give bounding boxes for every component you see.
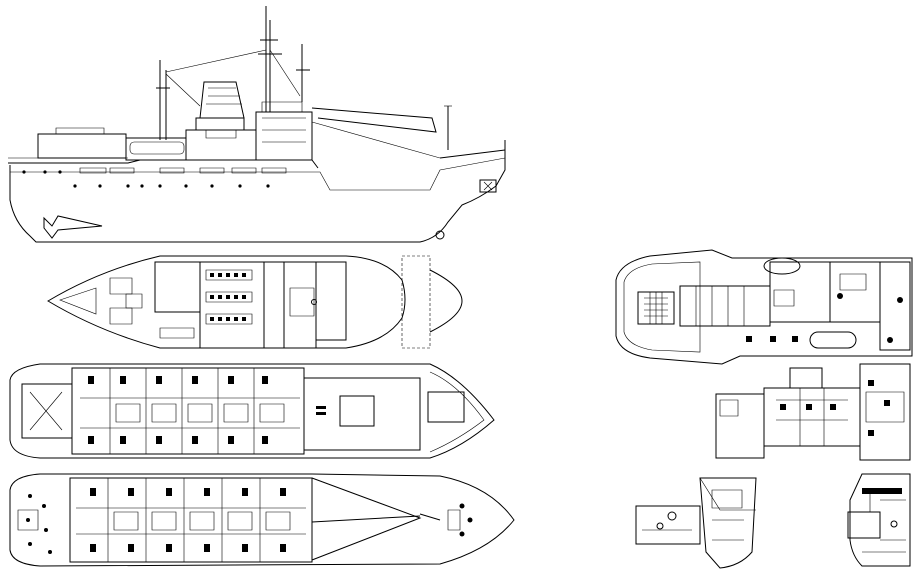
section-view-left <box>636 478 756 568</box>
side-elevation-view <box>8 6 505 242</box>
section-view-right <box>848 474 910 566</box>
main-deck-plan <box>10 364 494 458</box>
bridge-deck-plan <box>48 256 462 348</box>
lower-deck-plan <box>10 474 514 566</box>
stern-deck-plan <box>616 250 912 364</box>
deckhouse-plan <box>716 364 910 460</box>
